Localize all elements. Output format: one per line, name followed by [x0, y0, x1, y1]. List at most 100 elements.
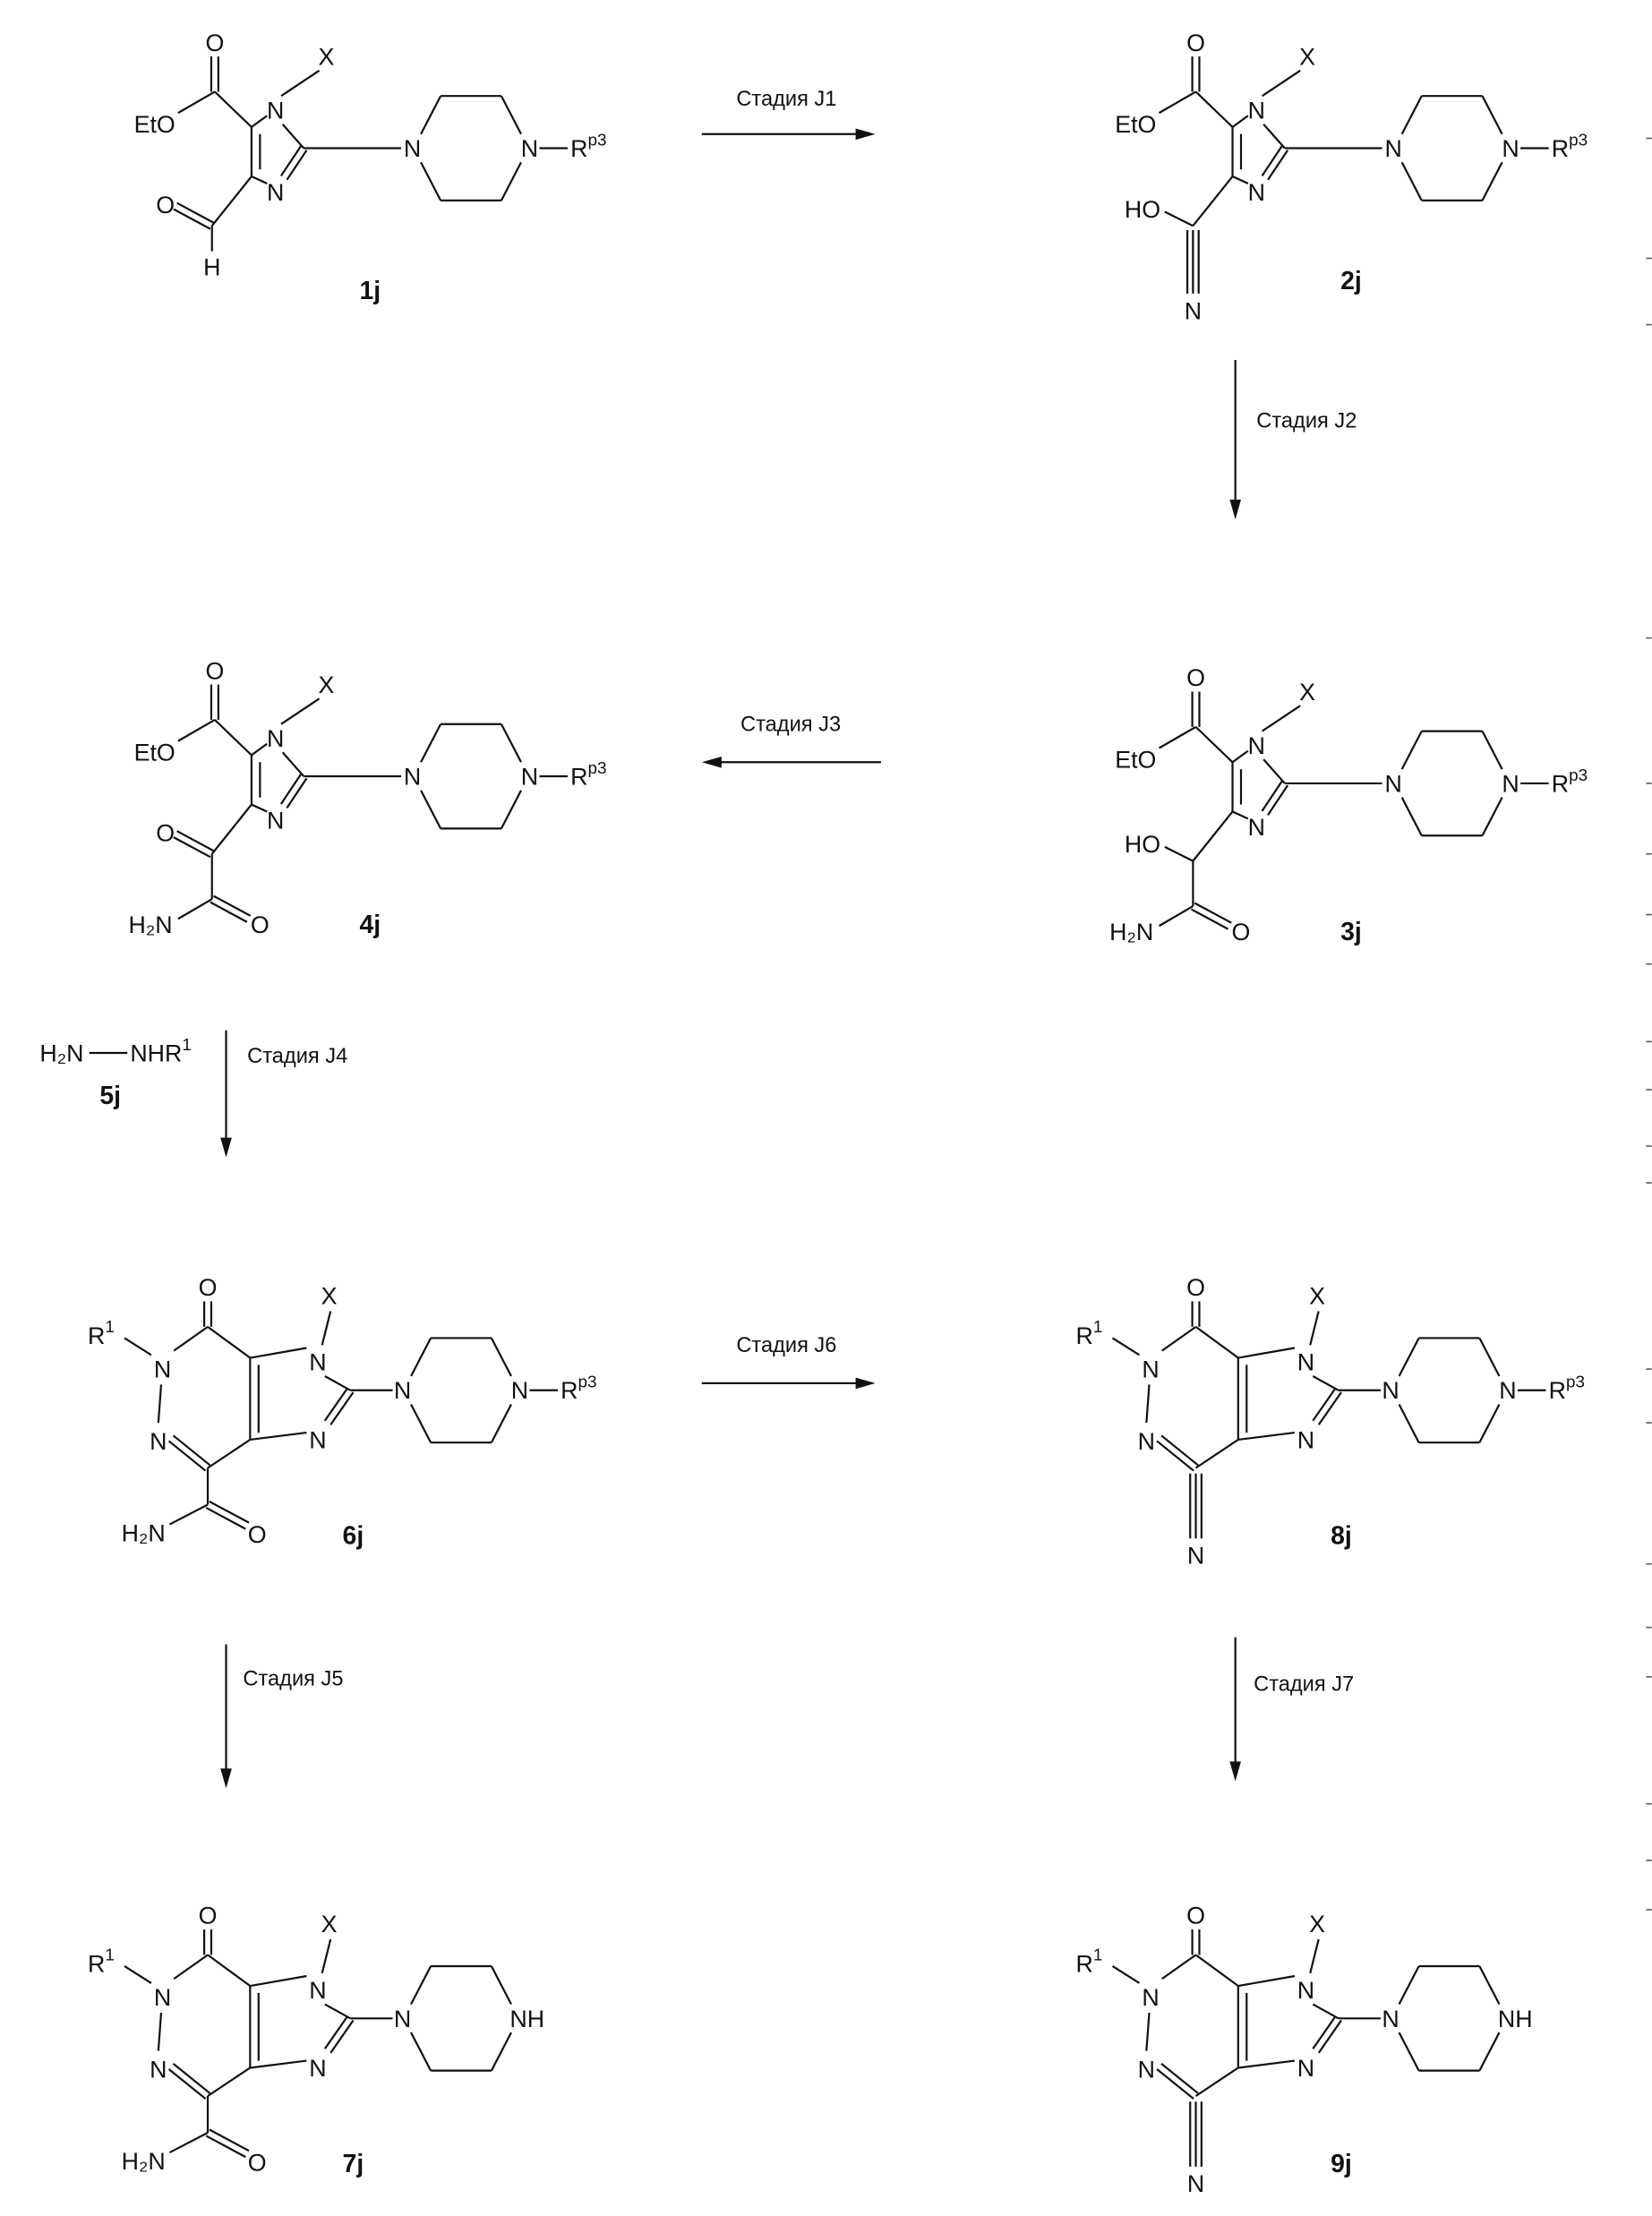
piperazine-n: N — [1502, 135, 1519, 162]
nitrile-n: N — [1187, 2170, 1204, 2197]
bond — [1160, 906, 1194, 926]
double-bond — [287, 150, 306, 180]
arrowhead-icon — [702, 757, 722, 768]
superscript: p3 — [588, 131, 607, 150]
n1: N — [1248, 732, 1265, 759]
piperazine-n: N — [404, 135, 421, 162]
bond — [1399, 2032, 1419, 2071]
oxygen: O — [1186, 664, 1205, 691]
atom-symbol: R — [1552, 770, 1569, 797]
bond — [158, 1384, 161, 1423]
arrowhead-icon — [1229, 500, 1241, 519]
r1-group: R1 — [88, 1318, 115, 1349]
bond — [1162, 1327, 1196, 1351]
compound-label: 5j — [99, 1082, 121, 1110]
step-2: Стадия J3 — [702, 714, 881, 768]
superscript: 1 — [182, 1036, 192, 1055]
atom-symbol: NHR — [130, 1040, 182, 1066]
bond — [1483, 162, 1502, 201]
step-label: Стадия J6 — [736, 1334, 836, 1357]
bond — [1483, 732, 1502, 770]
bond — [421, 162, 441, 201]
bond — [421, 724, 441, 763]
nitrile-n: N — [1187, 1543, 1204, 1570]
bond — [1483, 798, 1502, 836]
bond — [178, 720, 215, 741]
bond — [1263, 706, 1301, 731]
superscript: p3 — [588, 759, 607, 778]
step-0: Стадия J1 — [702, 88, 876, 140]
bond — [1162, 1955, 1196, 1979]
hydrogen: H — [203, 253, 220, 280]
compound-label: 3j — [1340, 918, 1362, 946]
bond — [1165, 211, 1194, 226]
bond — [252, 116, 267, 127]
bond — [322, 1939, 330, 1973]
double-bond — [287, 778, 306, 808]
x-substituent: X — [1309, 1911, 1325, 1938]
atom-symbol: R — [561, 1377, 578, 1404]
r1-group: R1 — [1076, 1318, 1103, 1349]
step-label: Стадия J7 — [1254, 1673, 1354, 1697]
bond — [1479, 1338, 1499, 1376]
step-label: Стадия J1 — [736, 88, 836, 111]
double-bond — [1268, 785, 1288, 815]
n3: N — [1248, 814, 1265, 841]
n3: N — [1248, 179, 1265, 206]
compound-8j: ONR1NNXNNNRp3N8j — [1076, 1274, 1585, 1570]
bond — [1146, 2013, 1149, 2051]
atom-symbol: R — [88, 1950, 105, 1977]
bond — [283, 752, 304, 776]
superscript: 1 — [105, 1946, 115, 1965]
bond — [215, 91, 252, 126]
n6: N — [1142, 1356, 1159, 1383]
piperazine-n: N — [521, 135, 538, 162]
r-p3-group: Rp3 — [1549, 1373, 1585, 1405]
bond — [281, 71, 320, 96]
bond — [124, 1338, 151, 1355]
x-substituent: X — [1309, 1283, 1325, 1310]
bond — [1165, 847, 1194, 861]
n1: N — [267, 725, 284, 752]
bond — [250, 1348, 306, 1357]
bond — [169, 2133, 208, 2152]
margin-ticks — [1646, 138, 1651, 1909]
bond — [501, 724, 521, 763]
bond — [252, 176, 267, 184]
bond — [1196, 1955, 1238, 1986]
amide-oxygen: O — [248, 1521, 267, 1548]
n5: N — [1138, 2057, 1155, 2083]
oxygen: O — [199, 1903, 218, 1929]
atom-symbol: R — [1549, 1377, 1566, 1404]
bond — [212, 805, 252, 854]
compound-7j: ONR1NNXNNNHH₂NO7j — [88, 1903, 544, 2178]
amide-nh2: H₂N — [1109, 919, 1153, 945]
x-substituent: X — [321, 1911, 338, 1938]
atom-symbol: R — [1552, 135, 1569, 162]
atom-symbol: R — [88, 1322, 105, 1349]
bond — [1483, 96, 1502, 134]
ethoxy: EtO — [134, 740, 175, 766]
x-substituent: X — [319, 672, 335, 698]
bond — [1196, 2067, 1238, 2096]
amide-nh2: H₂N — [129, 911, 173, 938]
piperazine-n: N — [511, 1377, 528, 1404]
n6: N — [154, 1356, 171, 1383]
bond — [1399, 1966, 1419, 2005]
compound-label: 7j — [343, 2150, 364, 2178]
step-label: Стадия J2 — [1256, 410, 1357, 433]
r-p3-group: Rp3 — [570, 759, 606, 791]
bond — [1196, 727, 1233, 762]
n5: N — [1138, 1428, 1155, 1455]
double-bond — [1268, 150, 1288, 180]
r-p3-group: Rp3 — [1552, 131, 1588, 162]
compound-label: 9j — [1331, 2150, 1352, 2178]
piperazine-n: N — [394, 2006, 411, 2032]
bond — [212, 176, 252, 226]
superscript: p3 — [1566, 1373, 1585, 1392]
bond — [1160, 91, 1196, 113]
oxygen: O — [1186, 1903, 1205, 1929]
piperazine-nh: NH — [509, 2006, 544, 2032]
bond — [1233, 751, 1248, 763]
